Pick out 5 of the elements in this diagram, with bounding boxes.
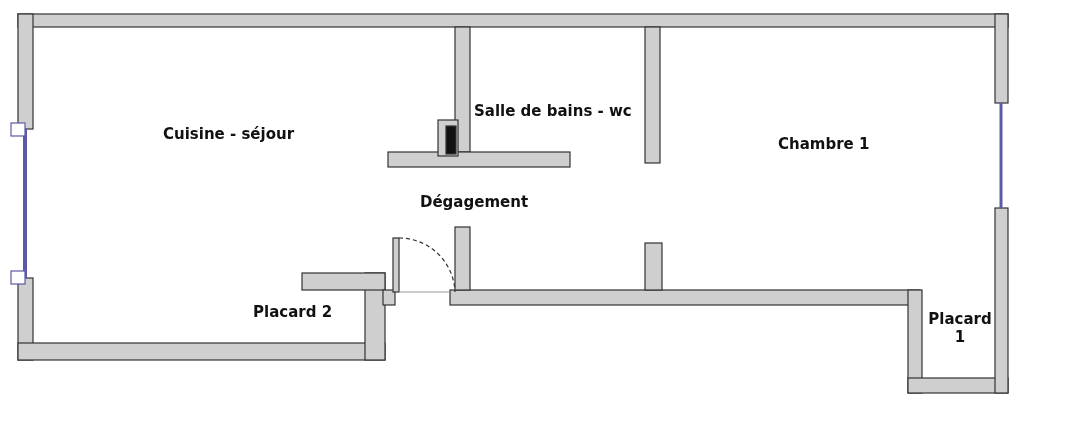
room-label: Cuisine - séjour <box>163 125 295 143</box>
room-label: Placard 1 <box>927 310 993 346</box>
room-label: Chambre 1 <box>778 135 870 153</box>
room-label: Dégagement <box>420 193 529 211</box>
room-label: Placard 2 <box>253 303 333 321</box>
